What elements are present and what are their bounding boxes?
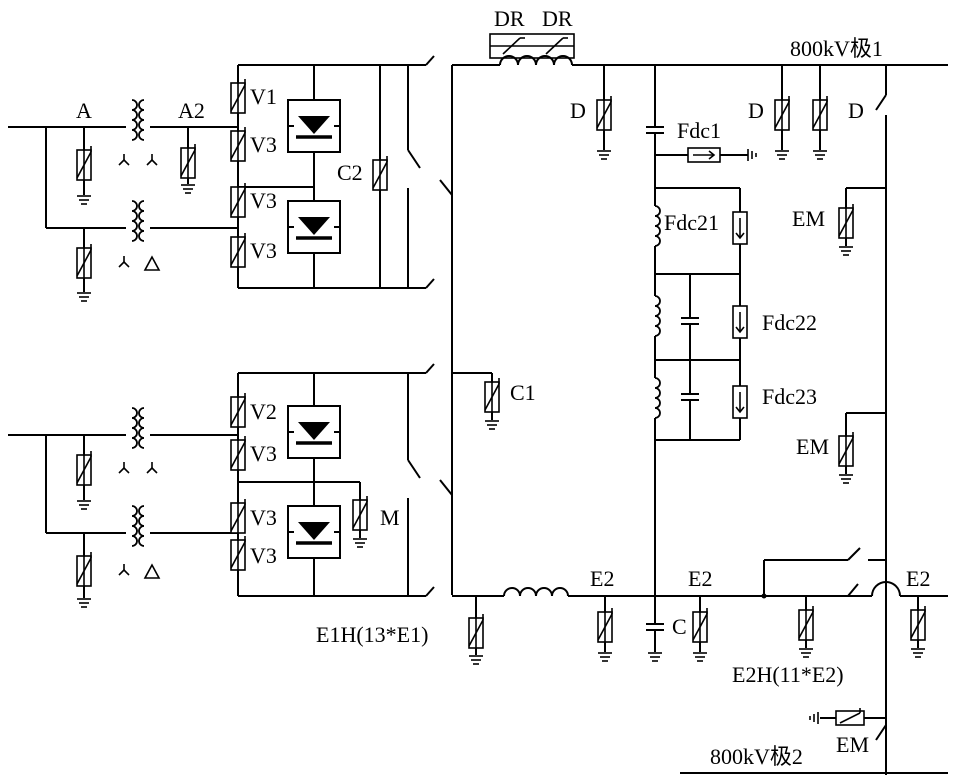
label-v3-e: V3 [250, 505, 277, 530]
label-em-middle: EM [796, 434, 829, 459]
pole2-bus [680, 708, 948, 774]
bypass-switches [425, 55, 500, 597]
label-d-right: D [848, 98, 864, 123]
label-e2-right: E2 [906, 566, 931, 591]
ac-bus-upper [8, 99, 238, 302]
label-d-mid: D [748, 98, 764, 123]
label-pole1: 800kV极1 [790, 36, 883, 61]
label-e1h: E1H(13*E1) [316, 622, 429, 647]
label-fdc1: Fdc1 [677, 118, 721, 143]
label-v3-d: V3 [250, 441, 277, 466]
label-em-lower: EM [836, 732, 869, 757]
label-fdc21: Fdc21 [664, 210, 719, 235]
valve-group-upper [230, 64, 426, 289]
label-c2: C2 [337, 160, 363, 185]
label-c-cap: C [672, 614, 687, 639]
dc-filter [645, 65, 757, 596]
label-e2h: E2H(11*E2) [732, 662, 844, 687]
label-v3-b: V3 [250, 188, 277, 213]
label-e2-left: E2 [590, 566, 615, 591]
label-v1: V1 [250, 84, 277, 109]
label-fdc23: Fdc23 [762, 384, 817, 409]
label-bus-a: A [76, 98, 92, 123]
label-pole2: 800kV极2 [710, 744, 803, 769]
label-v2: V2 [250, 399, 277, 424]
neutral-bus [452, 547, 948, 665]
pole1-bus [452, 33, 948, 775]
label-e2-mid: E2 [688, 566, 713, 591]
label-dr-right: DR [542, 6, 573, 31]
valve-group-lower [230, 372, 426, 597]
label-v3-c: V3 [250, 238, 277, 263]
label-c1: C1 [510, 380, 536, 405]
label-v3-a: V3 [250, 132, 277, 157]
label-v3-f: V3 [250, 543, 277, 568]
em-branches [838, 187, 886, 484]
label-d-left: D [570, 98, 586, 123]
label-fdc22: Fdc22 [762, 310, 817, 335]
label-bus-a2: A2 [178, 98, 205, 123]
ac-bus-lower [8, 407, 238, 608]
label-dr-left: DR [494, 6, 525, 31]
label-m: M [380, 505, 400, 530]
label-em-upper: EM [792, 206, 825, 231]
